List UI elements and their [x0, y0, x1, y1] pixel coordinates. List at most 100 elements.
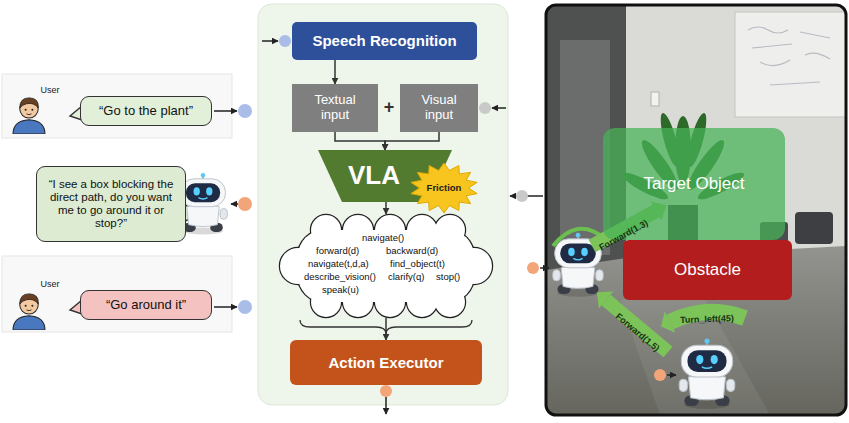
cloud-part	[435, 287, 465, 317]
port-dot	[516, 190, 528, 202]
node-text: “Go around it”	[106, 298, 186, 313]
target-region: Target Object	[603, 128, 785, 240]
user-icon	[13, 98, 45, 134]
scene-photo	[546, 5, 846, 415]
function-name: forward(d)	[316, 246, 359, 257]
photo-frame	[546, 5, 846, 415]
input-box: Textual input	[292, 84, 378, 132]
action-label: Forward(1.5)	[613, 312, 661, 354]
text-slot: find_object(t)	[390, 259, 445, 270]
robot-icon	[679, 339, 735, 409]
cloud-part	[435, 287, 465, 317]
function-name: describe_vision()	[304, 272, 376, 283]
node-text: “I see a box blocking the direct path, d…	[44, 178, 178, 231]
text-slot: speak(u)	[322, 285, 359, 296]
conversation-frame	[2, 256, 232, 332]
function-name: find_object(t)	[390, 259, 445, 270]
connector	[334, 60, 336, 84]
motion-arrowhead	[597, 292, 613, 309]
text-slot: navigate()	[362, 233, 404, 244]
conversation-frame	[2, 74, 232, 138]
speech-bubble: “Go around it”	[80, 290, 212, 320]
friction-burst: Friction	[410, 163, 478, 213]
node-text: VLA	[348, 161, 400, 191]
text-slot: forward(d)	[316, 246, 359, 257]
illustration-part	[620, 290, 770, 415]
text-slot: stop()	[436, 272, 460, 283]
burst-fill	[411, 163, 477, 213]
cloud-part	[375, 287, 405, 317]
action-cloud: navigate()forward(d) backward(d) navigate(…	[286, 214, 486, 318]
output-arrow	[231, 203, 238, 205]
cloud-part	[407, 215, 437, 245]
node-text: Action Executor	[328, 354, 443, 371]
illustration-part	[546, 5, 846, 415]
function-name: navigate(t,d,a)	[308, 259, 369, 270]
illustration-part	[748, 27, 830, 85]
port-dot	[238, 197, 252, 211]
process-box: Speech Recognition	[292, 22, 477, 60]
motion-arrowhead	[661, 311, 675, 333]
illustration-part	[651, 92, 659, 106]
text-slot: backward(d)	[386, 246, 438, 257]
function-name: backward(d)	[386, 246, 438, 257]
cloud-part	[311, 215, 341, 245]
port-dot	[654, 369, 666, 381]
text-slot: clarify(q)	[388, 272, 424, 283]
input-arrow	[492, 107, 506, 109]
cloud-part	[407, 215, 437, 245]
input-arrow	[214, 110, 237, 112]
output-arrow	[385, 397, 387, 414]
node-text: Visual input	[414, 93, 464, 123]
cloud-part	[375, 287, 405, 317]
node-text: Target Object	[643, 174, 744, 194]
cloud-part	[311, 215, 341, 245]
connector	[385, 202, 387, 214]
illustration-part	[735, 12, 846, 117]
speech-bubble: “Go to the plant”	[80, 96, 212, 126]
connector	[385, 318, 387, 340]
port-dot	[527, 262, 539, 274]
cloud-part	[456, 248, 492, 284]
plus-sign: +	[384, 98, 395, 118]
obstacle-box: Obstacle	[623, 240, 792, 300]
node-text: Friction	[427, 183, 462, 194]
node-text: Textual input	[305, 93, 365, 123]
illustration-part	[795, 212, 833, 244]
role-label: User	[40, 280, 59, 290]
output-arrow	[540, 267, 549, 269]
port-dot	[238, 300, 252, 314]
port-dot	[380, 385, 392, 397]
text-slot: describe_vision()	[304, 272, 376, 283]
pipeline-panel	[258, 4, 508, 405]
connector	[335, 132, 385, 150]
process-box: Action Executor	[290, 340, 482, 385]
function-name: speak(u)	[322, 285, 359, 296]
node-text: “Go to the plant”	[99, 104, 193, 119]
user-icon	[13, 294, 45, 330]
action-label: Turn_left(45)	[680, 314, 734, 326]
speech-bubble: “I see a box blocking the direct path, d…	[36, 166, 186, 242]
node-text: Speech Recognition	[312, 32, 456, 49]
cloud-part	[456, 248, 492, 284]
port-dot	[238, 104, 252, 118]
connector	[385, 132, 439, 150]
port-dot	[279, 35, 291, 47]
role-label: User	[40, 86, 59, 96]
cloud-part	[435, 215, 465, 245]
text-slot: navigate(t,d,a)	[308, 259, 369, 270]
cloud-part	[407, 287, 437, 317]
input-box: Visual input	[400, 84, 478, 132]
cloud-part	[407, 287, 437, 317]
cloud-part	[435, 215, 465, 245]
output-arrow	[667, 374, 676, 376]
port-dot	[479, 102, 491, 114]
function-name: stop()	[436, 272, 460, 283]
input-arrow	[214, 306, 237, 308]
input-arrow	[262, 40, 278, 42]
function-name: clarify(q)	[388, 272, 424, 283]
function-name: navigate()	[362, 233, 404, 244]
node-text: Obstacle	[674, 260, 741, 280]
